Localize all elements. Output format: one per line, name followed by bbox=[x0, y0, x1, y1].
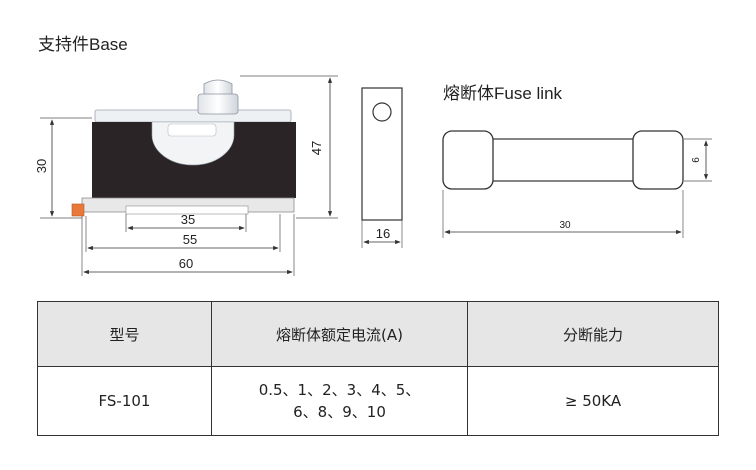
spec-table: 型号 熔断体额定电流(A) 分断能力 FS-101 0.5、1、2、3、4、5、… bbox=[37, 301, 719, 436]
base-inner-width-label: 35 bbox=[181, 212, 195, 227]
rated-current-line-1: 0.5、1、2、3、4、5、 bbox=[258, 381, 421, 399]
base-title: 支持件Base bbox=[38, 35, 128, 54]
fuse-link-drawing bbox=[442, 130, 684, 190]
header-rated-current: 熔断体额定电流(A) bbox=[211, 301, 468, 367]
base-outer-width-label: 60 bbox=[179, 256, 193, 271]
base-total-height-label: 47 bbox=[309, 141, 324, 155]
header-model: 型号 bbox=[37, 301, 212, 367]
cell-model: FS-101 bbox=[37, 366, 212, 436]
table-row: FS-101 0.5、1、2、3、4、5、 6、8、9、10 ≥ 50KA bbox=[37, 366, 719, 436]
rated-current-line-2: 6、8、9、10 bbox=[293, 403, 386, 421]
fuse-link-title: 熔断体Fuse link bbox=[443, 84, 563, 103]
base-front-view bbox=[71, 79, 296, 217]
base-side-view bbox=[361, 87, 403, 221]
header-breaking-capacity: 分断能力 bbox=[467, 301, 719, 367]
cell-rated-current: 0.5、1、2、3、4、5、 6、8、9、10 bbox=[211, 366, 468, 436]
side-width-label: 16 bbox=[376, 226, 390, 241]
table-header-row: 型号 熔断体额定电流(A) 分断能力 bbox=[37, 301, 719, 367]
cell-breaking-capacity: ≥ 50KA bbox=[467, 366, 719, 436]
base-height-label: 30 bbox=[34, 159, 49, 173]
base-mid-width-label: 55 bbox=[183, 232, 197, 247]
fuse-diameter-label: 6 bbox=[691, 157, 702, 163]
fuse-length-label: 30 bbox=[559, 220, 571, 231]
